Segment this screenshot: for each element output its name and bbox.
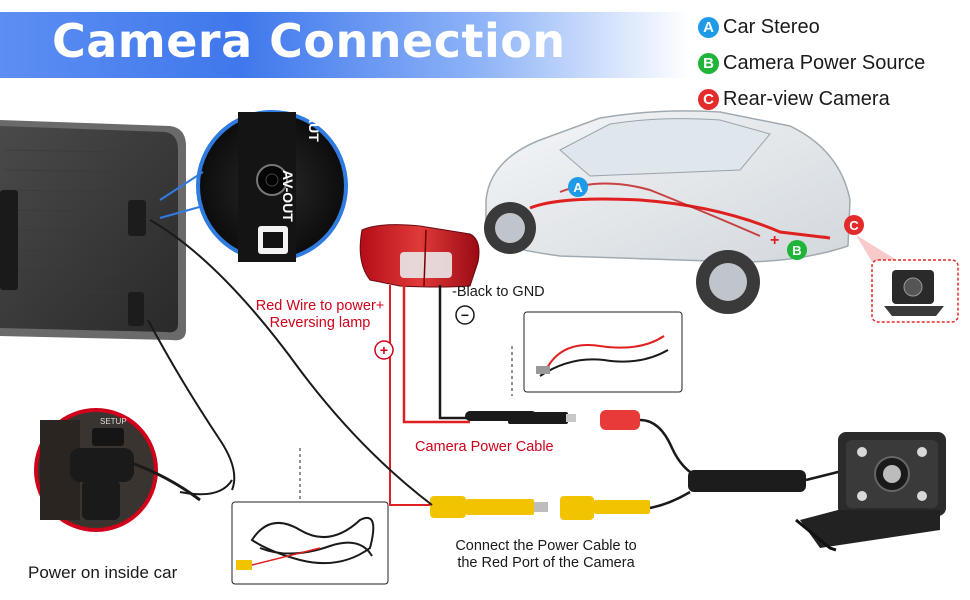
rear-view-camera — [795, 432, 946, 552]
minus-symbol: − — [455, 305, 475, 325]
car-plus-symbol: + — [770, 232, 779, 249]
car-illustration: + − A B C — [484, 110, 864, 314]
wiring — [147, 219, 847, 520]
car-stereo-device — [0, 120, 186, 341]
black-gnd-label: -Black to GND — [452, 284, 545, 300]
av-cable-photo — [231, 501, 389, 585]
svg-text:−: − — [461, 307, 469, 323]
connect-note-label: Connect the Power Cable to the Red Port … — [455, 538, 637, 572]
setup-label: SETUP — [100, 417, 127, 426]
page-title: Camera Connection — [52, 14, 566, 68]
title-banner — [0, 12, 690, 78]
av-out-label: AV-OUT — [280, 170, 296, 222]
car-marker-c: C — [849, 218, 859, 233]
legend-badge-a: A — [698, 16, 719, 38]
car-marker-a: A — [573, 180, 583, 195]
legend-label-a: Car Stereo — [723, 15, 820, 38]
av-out-zoom — [159, 110, 348, 262]
legend-item-c: C Rear-view Camera — [698, 86, 890, 112]
legend-item-b: B Camera Power Source — [698, 50, 925, 76]
reversing-lamp — [359, 224, 480, 288]
aux-label: AUT — [306, 113, 322, 142]
power-cable-photo — [523, 311, 683, 393]
plus-symbol: + — [374, 340, 394, 360]
car-marker-b: B — [792, 243, 801, 258]
power-inside-label: Power on inside car — [28, 563, 178, 582]
legend-badge-c: C — [698, 88, 719, 110]
legend-badge-b: B — [698, 52, 719, 74]
camera-power-cable-label: Camera Power Cable — [415, 439, 554, 455]
legend-label-b: Camera Power Source — [723, 51, 926, 74]
legend-label-c: Rear-view Camera — [723, 87, 890, 110]
svg-text:+: + — [380, 342, 388, 358]
power-socket-zoom: SETUP — [34, 408, 201, 532]
red-wire-label: Red Wire to power+ Reversing lamp — [255, 298, 385, 332]
car-minus-symbol: − — [818, 229, 827, 246]
rear-camera-callout — [856, 235, 959, 323]
legend-item-a: A Car Stereo — [698, 14, 820, 40]
